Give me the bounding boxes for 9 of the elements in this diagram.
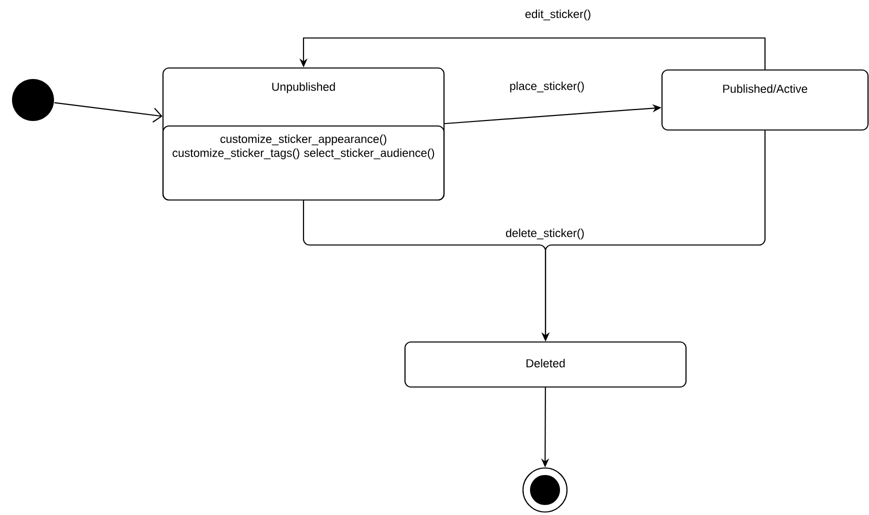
state-box: Published/Active bbox=[661, 69, 869, 131]
edge-label: place_sticker() bbox=[508, 80, 586, 94]
state-box: Unpublished customize_sticker_appearance() customize_sticker_tags() select_sticker_audience() bbox=[162, 67, 445, 201]
state-box: Deleted bbox=[404, 341, 687, 388]
edge-label: delete_sticker() bbox=[504, 228, 586, 240]
final-state bbox=[522, 467, 568, 513]
edge-label: edit_sticker() bbox=[524, 8, 592, 22]
arrow bbox=[54, 102, 162, 123]
initial-state bbox=[12, 79, 54, 121]
